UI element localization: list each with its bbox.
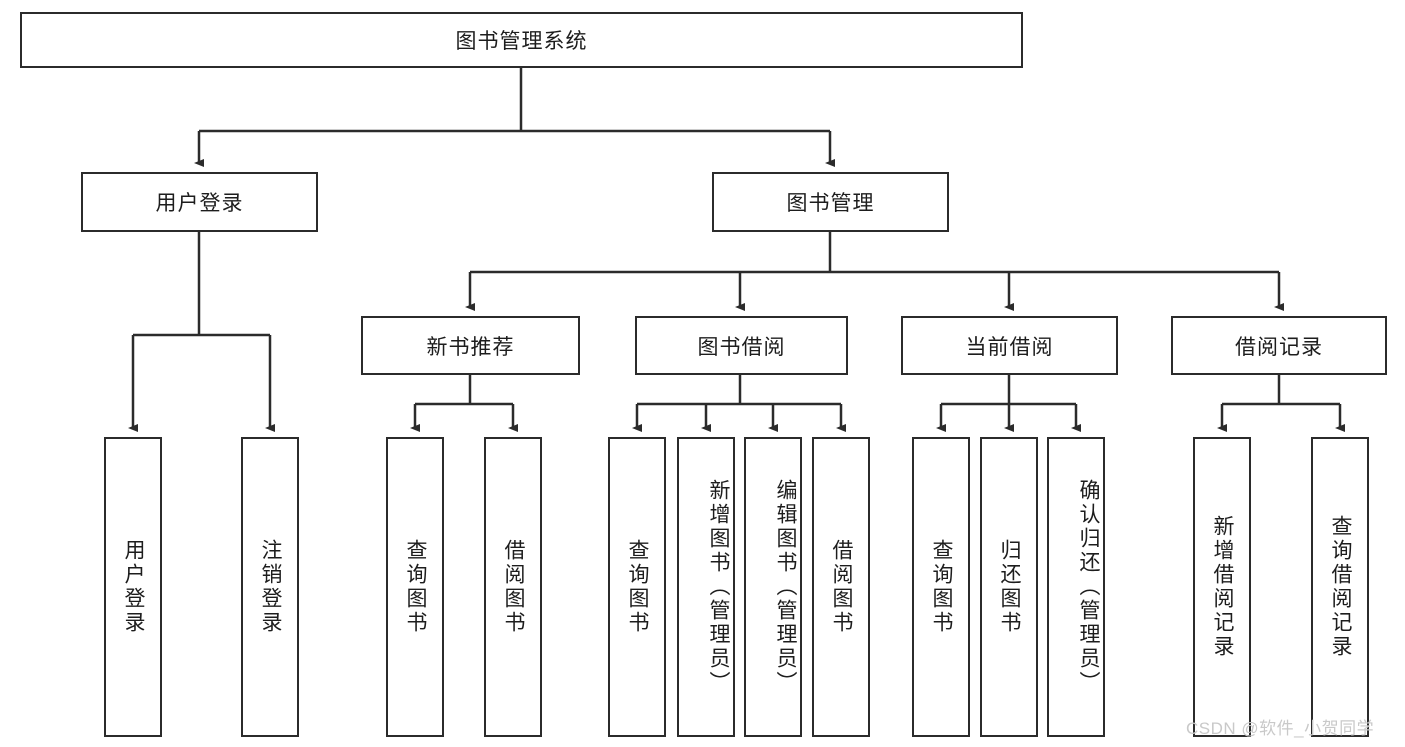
leaf-book-borrow-borrow-book[interactable]: 借阅图书 (812, 437, 870, 737)
leaf-book-borrow-edit-book-admin[interactable]: 编辑图书（管理员） (744, 437, 802, 737)
node-book-borrow[interactable]: 图书借阅 (635, 316, 848, 375)
leaf-book-borrow-add-book-admin[interactable]: 新增图书（管理员） (677, 437, 735, 737)
leaf-current-borrow-confirm-return-admin[interactable]: 确认归还（管理员） (1047, 437, 1105, 737)
node-book-management[interactable]: 图书管理 (712, 172, 949, 232)
leaf-new-book-query-book[interactable]: 查询图书 (386, 437, 444, 737)
leaf-current-borrow-query-book[interactable]: 查询图书 (912, 437, 970, 737)
watermark-text: CSDN @软件_小贺同学 (1186, 719, 1375, 738)
node-root-book-management-system[interactable]: 图书管理系统 (20, 12, 1023, 68)
node-user-login[interactable]: 用户登录 (81, 172, 318, 232)
node-new-book-recommend[interactable]: 新书推荐 (361, 316, 580, 375)
leaf-user-login-logout[interactable]: 注销登录 (241, 437, 299, 737)
leaf-new-book-borrow-book[interactable]: 借阅图书 (484, 437, 542, 737)
leaf-borrow-record-add-record[interactable]: 新增借阅记录 (1193, 437, 1251, 737)
leaf-user-login-login[interactable]: 用户登录 (104, 437, 162, 737)
leaf-current-borrow-return-book[interactable]: 归还图书 (980, 437, 1038, 737)
leaf-book-borrow-query-book[interactable]: 查询图书 (608, 437, 666, 737)
leaf-borrow-record-query-record[interactable]: 查询借阅记录 (1311, 437, 1369, 737)
node-borrow-record[interactable]: 借阅记录 (1171, 316, 1387, 375)
node-current-borrow[interactable]: 当前借阅 (901, 316, 1118, 375)
